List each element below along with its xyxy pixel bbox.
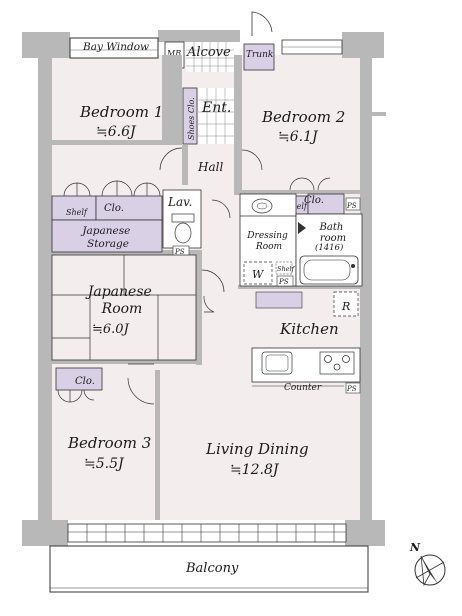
shelf-left	[51, 195, 97, 221]
tatami-lines	[52, 255, 196, 360]
alcove-tiles	[186, 42, 234, 72]
ps-3-label: PS	[278, 278, 289, 286]
balcony-label: Balcony	[185, 561, 239, 576]
toilet-tank	[171, 213, 195, 223]
closet-left	[95, 195, 163, 221]
japanese-room-line1: Japanese	[85, 284, 152, 300]
japanese-storage-line1: Japanese	[80, 225, 130, 237]
ps-1-label: PS	[174, 248, 185, 256]
ps-4-box	[345, 382, 361, 394]
japanese-storage-line2: Storage	[87, 238, 129, 250]
japanese-room-line2: Room	[101, 301, 143, 317]
bedroom3-door	[127, 377, 155, 405]
ps-3-box	[276, 275, 294, 287]
balcony-window	[67, 523, 347, 543]
bedroom1-area: ≒6.6J	[96, 124, 137, 140]
lavatory-door	[211, 199, 231, 219]
internal-walls	[52, 55, 362, 520]
entrance-label: Ent.	[201, 100, 231, 116]
hallway-doors	[159, 147, 263, 313]
kitchen-sink	[261, 351, 293, 375]
bathroom-size: (1416)	[315, 242, 343, 253]
closet-left-label: Clo.	[104, 203, 124, 214]
trunk-label: Trunk	[246, 50, 273, 60]
bedroom2-name: Bedroom 2	[261, 108, 345, 126]
bathroom-door-marker	[298, 222, 306, 234]
stove-icon	[319, 351, 355, 375]
shelf-dressing	[275, 261, 293, 275]
japanese-room-area: ≒6.0J	[92, 322, 130, 337]
washer-space	[243, 261, 273, 285]
closet-right-label: Clo.	[304, 195, 324, 206]
kitchen-storage	[255, 291, 303, 309]
washer-label: W	[252, 268, 265, 281]
bedroom1-name: Bedroom 1	[79, 103, 163, 121]
japanese-room-label: Japanese Room	[85, 284, 157, 317]
shelf-right-label: Shelf	[286, 202, 309, 211]
dressing-room-line1: Dressing	[246, 231, 288, 241]
counter-label: Counter	[284, 383, 322, 393]
bay-window-label: Bay Window	[82, 41, 149, 53]
toilet-bowl	[174, 222, 192, 244]
bathroom-line2: room	[320, 233, 346, 244]
dressing-room-label: Dressing Room	[246, 231, 290, 252]
alcove-label: Alcove	[186, 45, 231, 60]
ps-4-label: PS	[346, 385, 357, 393]
living-dining-area: ≒12.8J	[230, 462, 280, 478]
hall-label: Hall	[197, 160, 223, 174]
balcony-window-mullions	[68, 524, 346, 542]
trunk-door	[251, 11, 273, 36]
shoes-closet	[182, 87, 198, 145]
shoes-closet-label: Shoes Clo.	[187, 97, 196, 140]
bedroom3-name: Bedroom 3	[67, 434, 151, 452]
outer-walls	[22, 30, 385, 546]
closet-right-doors	[289, 177, 331, 191]
bathroom-label: Bath room	[319, 222, 347, 244]
entrance-tiles	[198, 88, 234, 144]
bathroom-line1: Bath	[319, 222, 344, 233]
kitchen-label: Kitchen	[279, 320, 339, 338]
japanese-storage	[51, 219, 163, 253]
compass-north-label: N	[409, 541, 421, 554]
mb-label: MB	[166, 49, 181, 58]
bedroom2-area: ≒6.1J	[278, 129, 319, 145]
lavatory-label: Lav.	[167, 195, 192, 209]
shelf-dressing-label: Shelf	[277, 265, 296, 273]
bedroom3-area: ≒5.5J	[84, 456, 125, 472]
trunk-box	[243, 43, 275, 71]
closet-bedroom3-label: Clo.	[75, 376, 95, 387]
refrigerator-label: R	[341, 300, 350, 313]
closet-bedroom3	[55, 367, 103, 391]
shelf-left-label: Shelf	[66, 208, 89, 217]
dressing-room-line2: Room	[255, 242, 282, 252]
refrigerator-space	[333, 291, 359, 317]
closet-bedroom3-doors	[57, 389, 95, 403]
ps-2-label: PS	[346, 202, 357, 210]
balcony	[49, 545, 369, 593]
exterior-nub	[372, 112, 386, 116]
japanese-storage-label: Japanese Storage	[80, 225, 133, 250]
closet-left-doors	[63, 180, 161, 197]
compass-icon	[414, 554, 446, 587]
bay-window	[69, 37, 159, 59]
washbasin	[251, 198, 273, 214]
japanese-room-door	[201, 269, 225, 293]
ps-2-box	[345, 197, 361, 211]
living-dining-name: Living Dining	[205, 440, 309, 458]
